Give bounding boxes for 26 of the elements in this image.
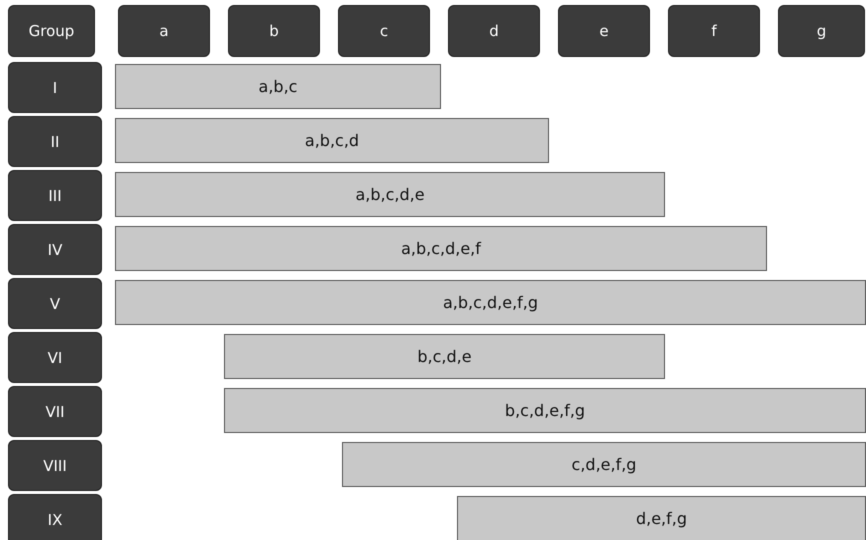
range-bar: c,d,e,f,g — [342, 442, 866, 487]
range-bar: b,c,d,e — [224, 334, 665, 379]
header-tab: IV — [8, 224, 102, 275]
header-tab: f — [668, 5, 760, 57]
header-tab: VI — [8, 332, 102, 383]
header-tab: I — [8, 62, 102, 113]
header-tab: c — [338, 5, 430, 57]
header-tab: g — [778, 5, 865, 57]
header-tab: VII — [8, 386, 102, 437]
range-bar: a,b,c,d — [115, 118, 549, 163]
range-bar: a,b,c,d,e,f,g — [115, 280, 866, 325]
range-bar: a,b,c,d,e — [115, 172, 665, 217]
range-bar: b,c,d,e,f,g — [224, 388, 866, 433]
header-tab: V — [8, 278, 102, 329]
range-bar: a,b,c — [115, 64, 441, 109]
header-tab: Group — [8, 5, 95, 57]
header-tab: IX — [8, 494, 102, 540]
header-tab: III — [8, 170, 102, 221]
header-tab: VIII — [8, 440, 102, 491]
range-bar: d,e,f,g — [457, 496, 866, 540]
header-tab: e — [558, 5, 650, 57]
range-bar: a,b,c,d,e,f — [115, 226, 767, 271]
header-tab: II — [8, 116, 102, 167]
header-tab: b — [228, 5, 320, 57]
header-tab: d — [448, 5, 540, 57]
header-tab: a — [118, 5, 210, 57]
